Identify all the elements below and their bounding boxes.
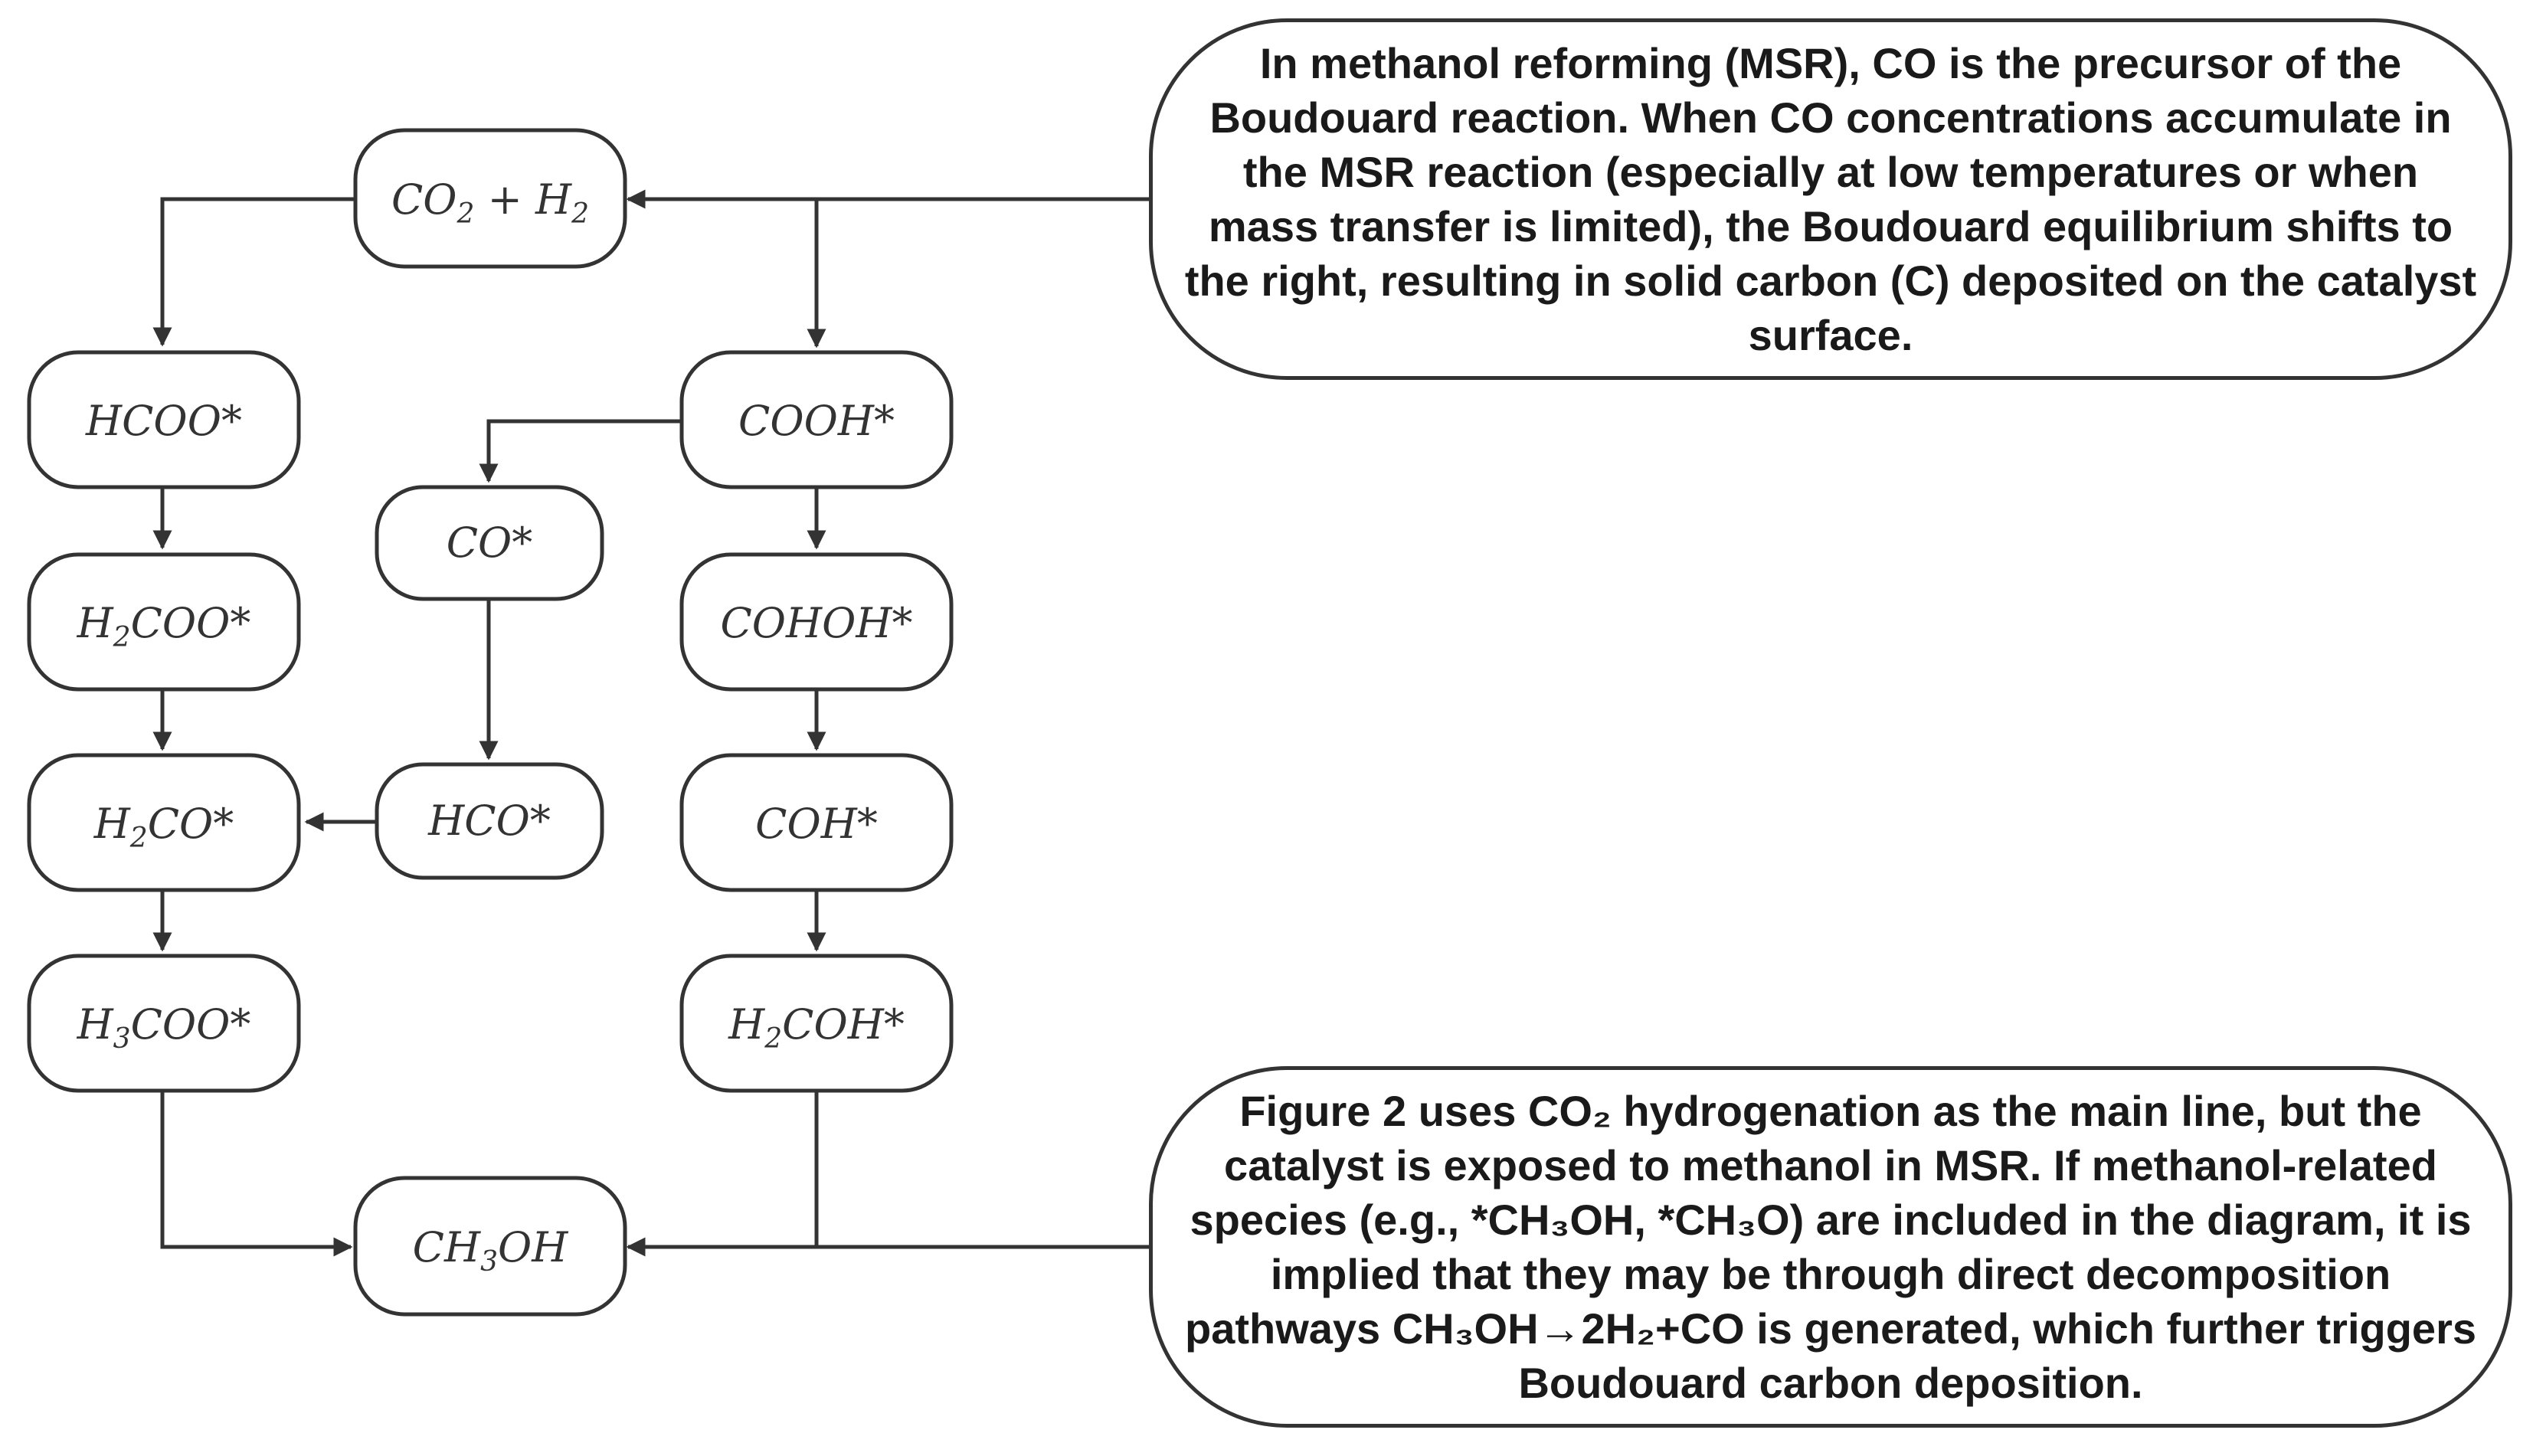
svg-text:COH*: COH* (755, 800, 878, 848)
note-bottom-text: Figure 2 uses CO₂ hydrogenation as the m… (1184, 1087, 2476, 1407)
node-h3coo: H3COO* (27, 954, 301, 1093)
node-h2co: H2CO* (27, 753, 301, 892)
node-cooh: COOH* (679, 350, 954, 489)
svg-text:CO2 + H2: CO2 + H2 (391, 175, 589, 230)
node-coh: COH* (679, 753, 954, 892)
svg-text:H3COO*: H3COO* (77, 1000, 251, 1055)
node-cohoh: COHOH* (679, 552, 954, 692)
edge-h3coo-to-ch3oh (160, 1091, 353, 1257)
node-ch3oh: CH3OH (353, 1176, 627, 1317)
svg-text:HCO*: HCO* (427, 797, 551, 845)
svg-text:H2COH*: H2COH* (728, 1000, 905, 1055)
note-top-boudouard-msr: In methanol reforming (MSR), CO is the p… (1149, 18, 2512, 380)
node-co: CO* (375, 485, 604, 601)
edge-cooh-to-co (479, 419, 680, 483)
node-h2coo: H2COO* (27, 552, 301, 692)
note-top-text: In methanol reforming (MSR), CO is the p… (1184, 39, 2477, 359)
node-co2-h2: CO2 + H2 (353, 128, 627, 269)
note-bottom-methanol-decomposition: Figure 2 uses CO₂ hydrogenation as the m… (1149, 1066, 2512, 1428)
svg-text:COHOH*: COHOH* (720, 599, 912, 647)
edge-co2h2-to-hcoo (152, 197, 354, 347)
node-hcoo: HCOO* (27, 350, 301, 489)
svg-text:HCOO*: HCOO* (85, 397, 242, 445)
svg-text:H2COO*: H2COO* (77, 599, 251, 653)
svg-text:CH3OH: CH3OH (413, 1223, 569, 1278)
node-hco: HCO* (375, 762, 604, 880)
node-h2coh: H2COH* (679, 954, 954, 1093)
svg-text:H2CO*: H2CO* (93, 800, 234, 854)
svg-text:COOH*: COOH* (738, 397, 895, 445)
edges (152, 189, 1153, 1257)
svg-text:CO*: CO* (447, 519, 533, 567)
